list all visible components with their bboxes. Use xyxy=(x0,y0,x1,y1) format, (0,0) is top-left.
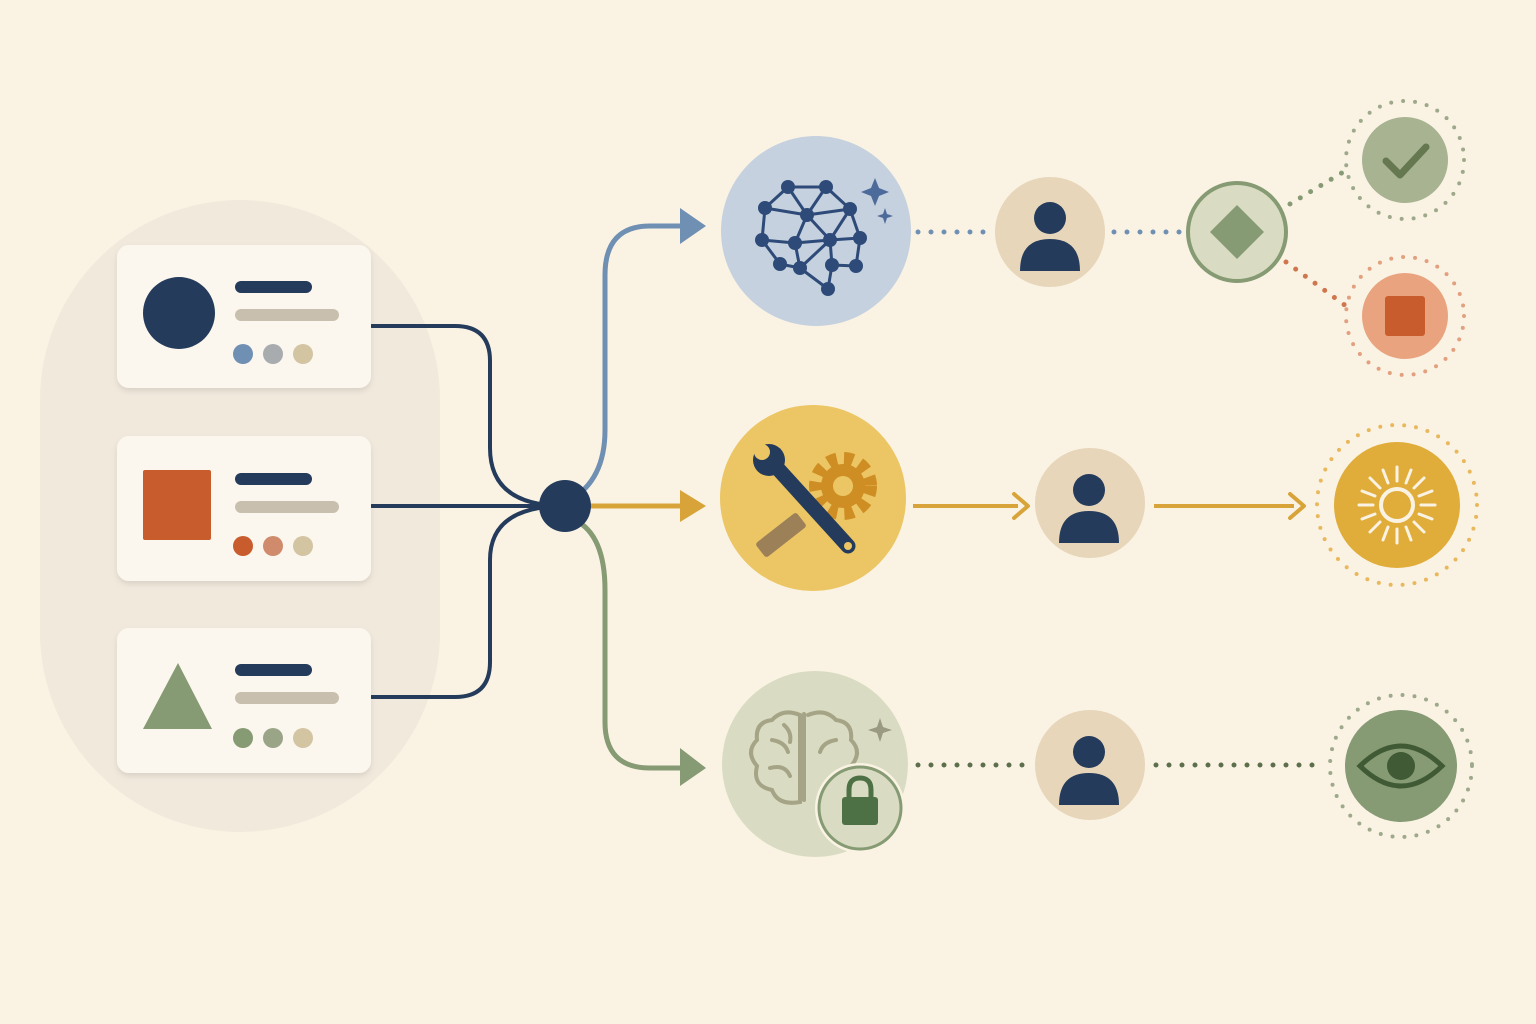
status-dot xyxy=(293,344,313,364)
status-dot xyxy=(233,344,253,364)
lock-badge xyxy=(815,763,905,853)
input-connectors xyxy=(370,324,567,699)
wrench-icon xyxy=(753,444,856,554)
solid-link xyxy=(913,492,1030,520)
status-dot xyxy=(263,344,283,364)
checkmark-icon xyxy=(1382,143,1430,179)
connector-card-1 xyxy=(370,324,567,508)
dotted-link xyxy=(1287,165,1353,207)
sparkle-icon xyxy=(877,208,893,224)
network-nodes xyxy=(755,180,867,296)
person-icon xyxy=(1020,202,1080,271)
branch-arrow-bottom xyxy=(680,748,706,786)
branch-line-top xyxy=(567,223,687,503)
status-dot xyxy=(233,728,253,748)
card-title-bar xyxy=(235,664,312,676)
card-subtitle-bar xyxy=(235,501,339,513)
agent-node-middle[interactable] xyxy=(1035,448,1145,558)
branch-arrow-middle xyxy=(680,490,706,522)
circle-shape-icon xyxy=(143,277,215,349)
branch-line-bottom xyxy=(572,517,687,771)
branch-connectors xyxy=(567,208,706,786)
dotted-link xyxy=(1283,259,1349,309)
square-stop-icon xyxy=(1385,296,1425,336)
tools-node[interactable] xyxy=(720,405,906,591)
rejected-outcome[interactable] xyxy=(1344,255,1466,377)
hub-node xyxy=(539,480,591,532)
square-shape-icon xyxy=(143,470,211,540)
input-card-3[interactable] xyxy=(117,628,371,773)
status-dot xyxy=(263,728,283,748)
status-dot xyxy=(293,728,313,748)
input-card-2[interactable] xyxy=(117,436,371,581)
hammer-handle-icon xyxy=(756,513,806,557)
brain-icon xyxy=(749,710,859,805)
input-card-1[interactable] xyxy=(117,245,371,388)
person-icon xyxy=(1059,474,1119,543)
diamond-icon xyxy=(1210,205,1264,259)
eye-icon xyxy=(1356,743,1446,789)
card-title-bar xyxy=(235,473,312,485)
triangle-shape-icon xyxy=(143,663,212,729)
decision-node[interactable] xyxy=(1186,181,1288,283)
sun-outcome[interactable] xyxy=(1315,423,1479,587)
network-brain-node[interactable] xyxy=(721,136,911,326)
sparkle-icon xyxy=(861,178,889,206)
solid-link xyxy=(1154,492,1306,520)
status-dot xyxy=(233,536,253,556)
status-dot xyxy=(293,536,313,556)
connector-card-3 xyxy=(370,504,567,699)
card-title-bar xyxy=(235,281,312,293)
card-subtitle-bar xyxy=(235,309,339,321)
person-icon xyxy=(1059,736,1119,805)
secure-brain-node[interactable] xyxy=(722,671,908,857)
sparkle-icon xyxy=(868,718,892,742)
agent-node-bottom[interactable] xyxy=(1035,710,1145,820)
approved-outcome[interactable] xyxy=(1344,99,1466,221)
card-subtitle-bar xyxy=(235,692,339,704)
agent-node-top[interactable] xyxy=(995,177,1105,287)
gear-icon xyxy=(809,452,877,520)
status-dot xyxy=(263,536,283,556)
lock-icon xyxy=(842,775,878,825)
monitor-outcome[interactable] xyxy=(1328,693,1474,839)
sun-icon xyxy=(1357,465,1437,545)
branch-arrow-top xyxy=(680,208,706,244)
